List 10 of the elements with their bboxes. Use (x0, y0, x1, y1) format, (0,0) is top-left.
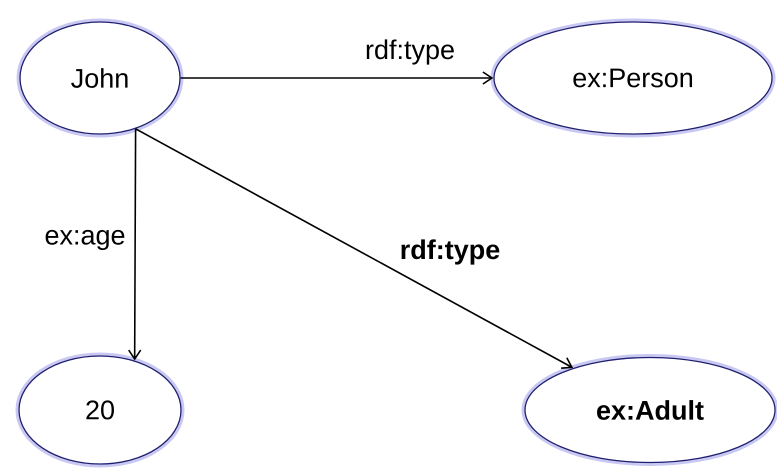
edge-label: rdf:type (362, 37, 458, 67)
edge-label: rdf:type (398, 237, 502, 267)
arrow (180, 71, 494, 85)
arrow (135, 128, 574, 370)
ellipse-node: ex:Adult (522, 354, 777, 466)
ellipse-node: 20 (16, 352, 184, 468)
edge-label: ex:age (42, 228, 128, 252)
ellipse-node: John (16, 18, 184, 138)
ellipse-node: ex:Person (490, 18, 776, 138)
arrow (128, 128, 142, 361)
